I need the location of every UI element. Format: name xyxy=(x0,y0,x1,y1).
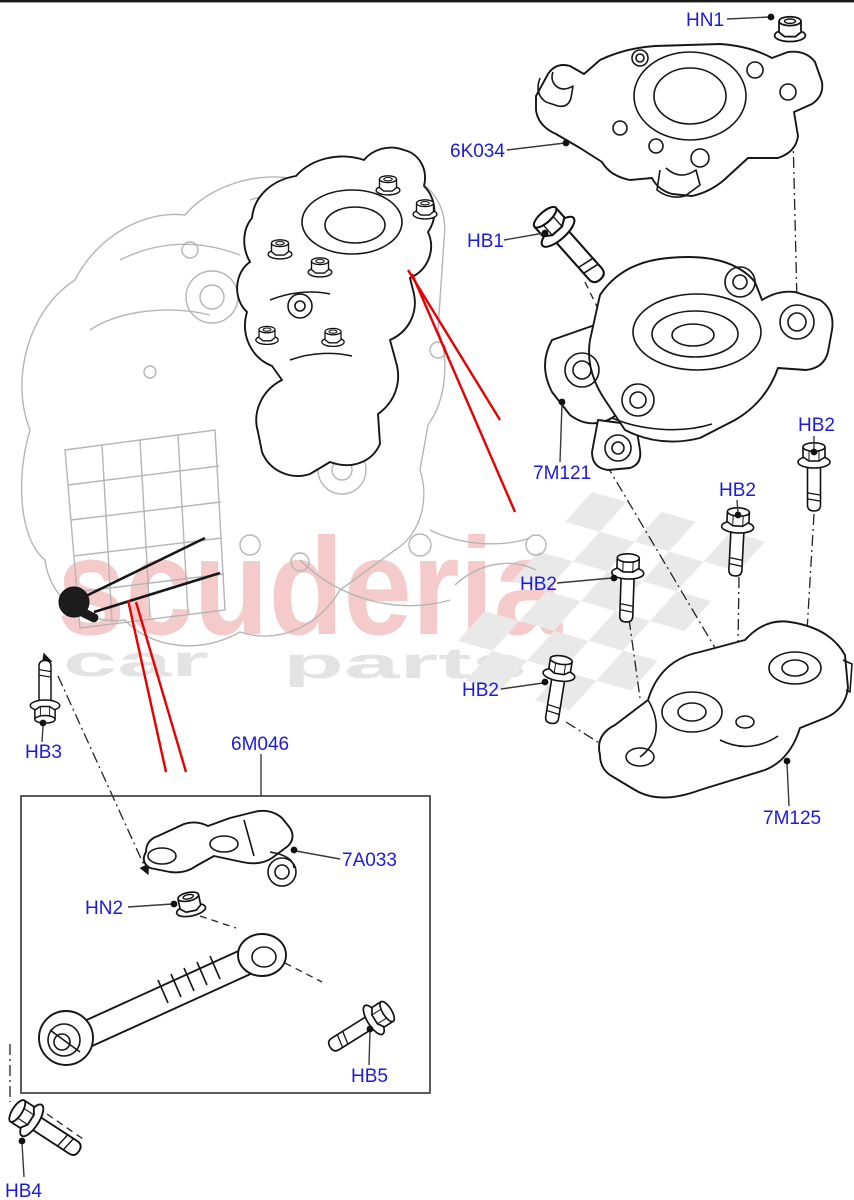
part-label-6m046[interactable]: 6M046 xyxy=(231,734,289,755)
part-label-hb4[interactable]: HB4 xyxy=(5,1181,42,1200)
bolt-hb4 xyxy=(2,1092,90,1168)
part-label-hb2-right[interactable]: HB2 xyxy=(798,415,835,436)
part-label-7a033[interactable]: 7A033 xyxy=(342,850,397,871)
bolt-hb3-group xyxy=(29,652,61,724)
part-label-hb5[interactable]: HB5 xyxy=(351,1066,388,1087)
part-7m121 xyxy=(544,256,834,471)
part-torque-rod xyxy=(38,933,287,1066)
bolt-hb1 xyxy=(524,198,617,295)
red-pointer-lines xyxy=(126,269,517,773)
part-label-hn1[interactable]: HN1 xyxy=(686,10,724,31)
part-label-hn2[interactable]: HN2 xyxy=(85,898,123,919)
bolt-hb5 xyxy=(320,994,401,1063)
part-6k034 xyxy=(535,43,824,198)
nut-hn2 xyxy=(172,888,208,920)
part-label-hb2-mid[interactable]: HB2 xyxy=(719,480,756,501)
label-leader-lines xyxy=(18,13,818,1178)
detail-box-6m046 xyxy=(20,795,431,1094)
watermark-sub-text-1: car xyxy=(63,637,209,686)
top-border xyxy=(0,0,854,3)
installed-mount-drawing xyxy=(236,146,438,477)
part-label-7m121[interactable]: 7M121 xyxy=(533,463,591,484)
part-label-hb2-lower[interactable]: HB2 xyxy=(462,680,499,701)
rod-bellows xyxy=(157,955,221,1004)
part-label-hb3[interactable]: HB3 xyxy=(25,742,62,763)
bolt-hb3 xyxy=(29,659,61,724)
part-label-hb1[interactable]: HB1 xyxy=(467,231,504,252)
installed-torque-rod-drawing xyxy=(58,536,221,623)
part-label-7m125[interactable]: 7M125 xyxy=(763,808,821,829)
part-labels: HN1 6K034 HB1 7M121 HB2 HB2 HB2 HB2 7M12… xyxy=(5,10,835,1200)
nut-hn1 xyxy=(773,15,807,43)
part-7a033 xyxy=(142,809,297,887)
part-label-hb2-left[interactable]: HB2 xyxy=(520,574,557,595)
part-7m125 xyxy=(598,620,853,799)
part-label-6k034[interactable]: 6K034 xyxy=(450,141,505,162)
